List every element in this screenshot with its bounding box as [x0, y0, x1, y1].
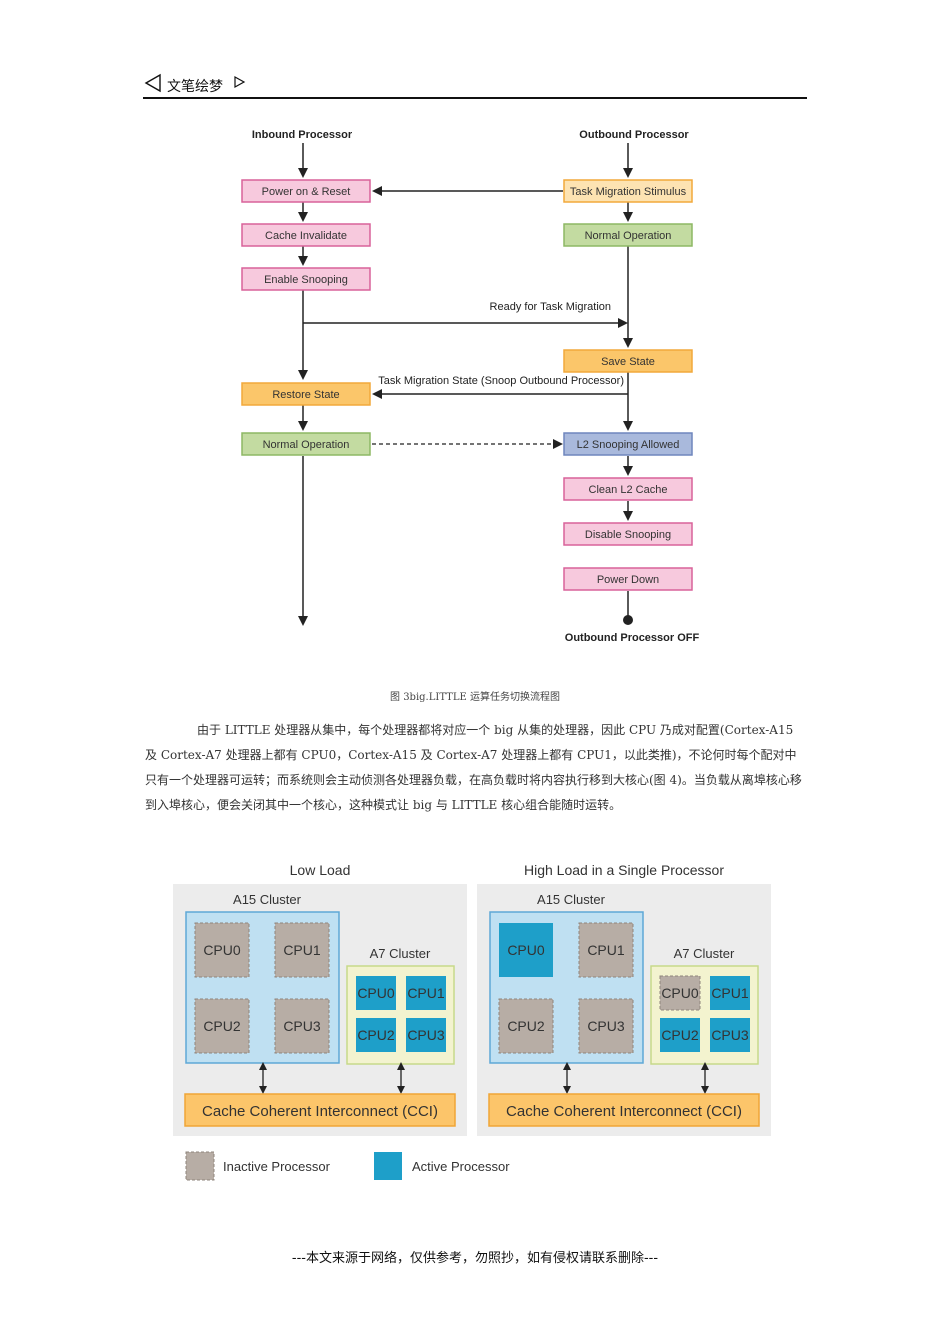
svg-text:Power on & Reset: Power on & Reset	[262, 186, 351, 198]
right-triangle-icon	[234, 75, 246, 89]
a15-cluster-label: A15 Cluster	[233, 892, 302, 907]
cpu-cpu2-active: CPU2	[356, 1018, 396, 1052]
body-paragraph: 由于 LITTLE 处理器从集中，每个处理器都将对应一个 big 从集的处理器，…	[145, 723, 802, 812]
a15-cluster-label: A15 Cluster	[537, 892, 606, 907]
cpu-cpu2-inactive: CPU2	[498, 998, 554, 1054]
left-triangle-icon	[144, 73, 161, 93]
task-migration-flowchart: Inbound Processor Outbound Processor Rea…	[241, 129, 700, 644]
power-on-reset-box: Power on & Reset	[241, 179, 371, 203]
footer-note: ---本文来源于网络，仅供参考，勿照抄，如有侵权请联系删除---	[291, 1251, 659, 1266]
cpu-label: CPU1	[283, 942, 321, 958]
header-rule	[143, 97, 807, 99]
cpu-label: CPU2	[507, 1018, 545, 1034]
outbound-title: Outbound Processor	[579, 129, 689, 141]
cpu-cpu1-active: CPU1	[406, 976, 446, 1010]
a7-cluster-label: A7 Cluster	[674, 946, 735, 961]
figure-caption: 图 3big.LITTLE 运算任务切换流程图	[390, 692, 560, 703]
clean-l2-cache-box: Clean L2 Cache	[563, 477, 693, 501]
save-state-box: Save State	[563, 349, 693, 373]
cpu-label: CPU2	[661, 1027, 699, 1043]
cpu-label: CPU0	[507, 942, 545, 958]
cpu-cpu3-active: CPU3	[406, 1018, 446, 1052]
outbound-normal-operation-box: Normal Operation	[563, 223, 693, 247]
cpu-cpu1-inactive: CPU1	[578, 922, 634, 978]
disable-snooping-box: Disable Snooping	[563, 522, 693, 546]
legend-active-swatch	[374, 1152, 402, 1180]
cpu-label: CPU0	[661, 985, 699, 1001]
svg-text:L2 Snooping Allowed: L2 Snooping Allowed	[577, 439, 680, 451]
cpu-cpu2-inactive: CPU2	[194, 998, 250, 1054]
panel-title: High Load in a Single Processor	[524, 862, 724, 878]
panel-title: Low Load	[290, 862, 351, 878]
power-down-box: Power Down	[563, 567, 693, 591]
legend-active-label: Active Processor	[412, 1159, 510, 1174]
enable-snooping-box: Enable Snooping	[241, 267, 371, 291]
legend: Inactive Processor Active Processor	[185, 1151, 510, 1181]
cpu-cpu2-active: CPU2	[660, 1018, 700, 1052]
terminal-dot	[623, 615, 633, 625]
svg-text:Save State: Save State	[601, 356, 655, 368]
svg-text:Disable Snooping: Disable Snooping	[585, 529, 671, 541]
legend-inactive-swatch	[185, 1151, 215, 1181]
cpu-label: CPU3	[711, 1027, 749, 1043]
a7-cluster-label: A7 Cluster	[370, 946, 431, 961]
cpu-cpu0-inactive: CPU0	[194, 922, 250, 978]
svg-text:Power Down: Power Down	[597, 574, 659, 586]
cpu-label: CPU3	[587, 1018, 625, 1034]
cpu-label: CPU1	[587, 942, 625, 958]
cpu-label: CPU0	[357, 985, 395, 1001]
svg-text:Enable Snooping: Enable Snooping	[264, 274, 348, 286]
cache-invalidate-box: Cache Invalidate	[241, 223, 371, 247]
cpu-label: CPU1	[407, 985, 445, 1001]
cci-label: Cache Coherent Interconnect (CCI)	[202, 1103, 438, 1120]
restore-state-box: Restore State	[241, 382, 371, 406]
cci-box	[184, 1093, 456, 1127]
cpu-cpu3-inactive: CPU3	[578, 998, 634, 1054]
legend-inactive-label: Inactive Processor	[223, 1159, 331, 1174]
header-title: 文笔绘梦	[167, 79, 223, 95]
svg-text:Restore State: Restore State	[272, 389, 339, 401]
cpu-label: CPU1	[711, 985, 749, 1001]
cpu-label: CPU2	[203, 1018, 241, 1034]
cpu-label: CPU3	[283, 1018, 321, 1034]
svg-text:Cache Invalidate: Cache Invalidate	[265, 230, 347, 242]
svg-text:Task Migration Stimulus: Task Migration Stimulus	[570, 186, 687, 198]
task-migration-stimulus-box: Task Migration Stimulus	[563, 179, 693, 203]
svg-text:Normal Operation: Normal Operation	[585, 230, 672, 242]
cpu-cpu1-active: CPU1	[710, 976, 750, 1010]
inbound-normal-operation-box: Normal Operation	[241, 432, 371, 456]
cpu-label: CPU2	[357, 1027, 395, 1043]
cpu-cpu3-inactive: CPU3	[274, 998, 330, 1054]
l2-snooping-allowed-box: L2 Snooping Allowed	[563, 432, 693, 456]
cpu-label: CPU3	[407, 1027, 445, 1043]
cci-box	[488, 1093, 760, 1127]
inbound-title: Inbound Processor	[252, 129, 353, 141]
cpu-cpu3-active: CPU3	[710, 1018, 750, 1052]
cpu-cpu1-inactive: CPU1	[274, 922, 330, 978]
svg-text:Normal Operation: Normal Operation	[263, 439, 350, 451]
task-migration-state-label: Task Migration State (Snoop Outbound Pro…	[378, 375, 624, 387]
svg-text:Clean L2 Cache: Clean L2 Cache	[589, 484, 668, 496]
cpu-label: CPU0	[203, 942, 241, 958]
cci-label: Cache Coherent Interconnect (CCI)	[506, 1103, 742, 1120]
cpu-cpu0-active: CPU0	[356, 976, 396, 1010]
outbound-off-label: Outbound Processor OFF	[565, 632, 700, 644]
ready-for-migration-label: Ready for Task Migration	[490, 301, 611, 313]
cpu-cpu0-active: CPU0	[499, 923, 553, 977]
cpu-cpu0-inactive: CPU0	[659, 975, 701, 1011]
